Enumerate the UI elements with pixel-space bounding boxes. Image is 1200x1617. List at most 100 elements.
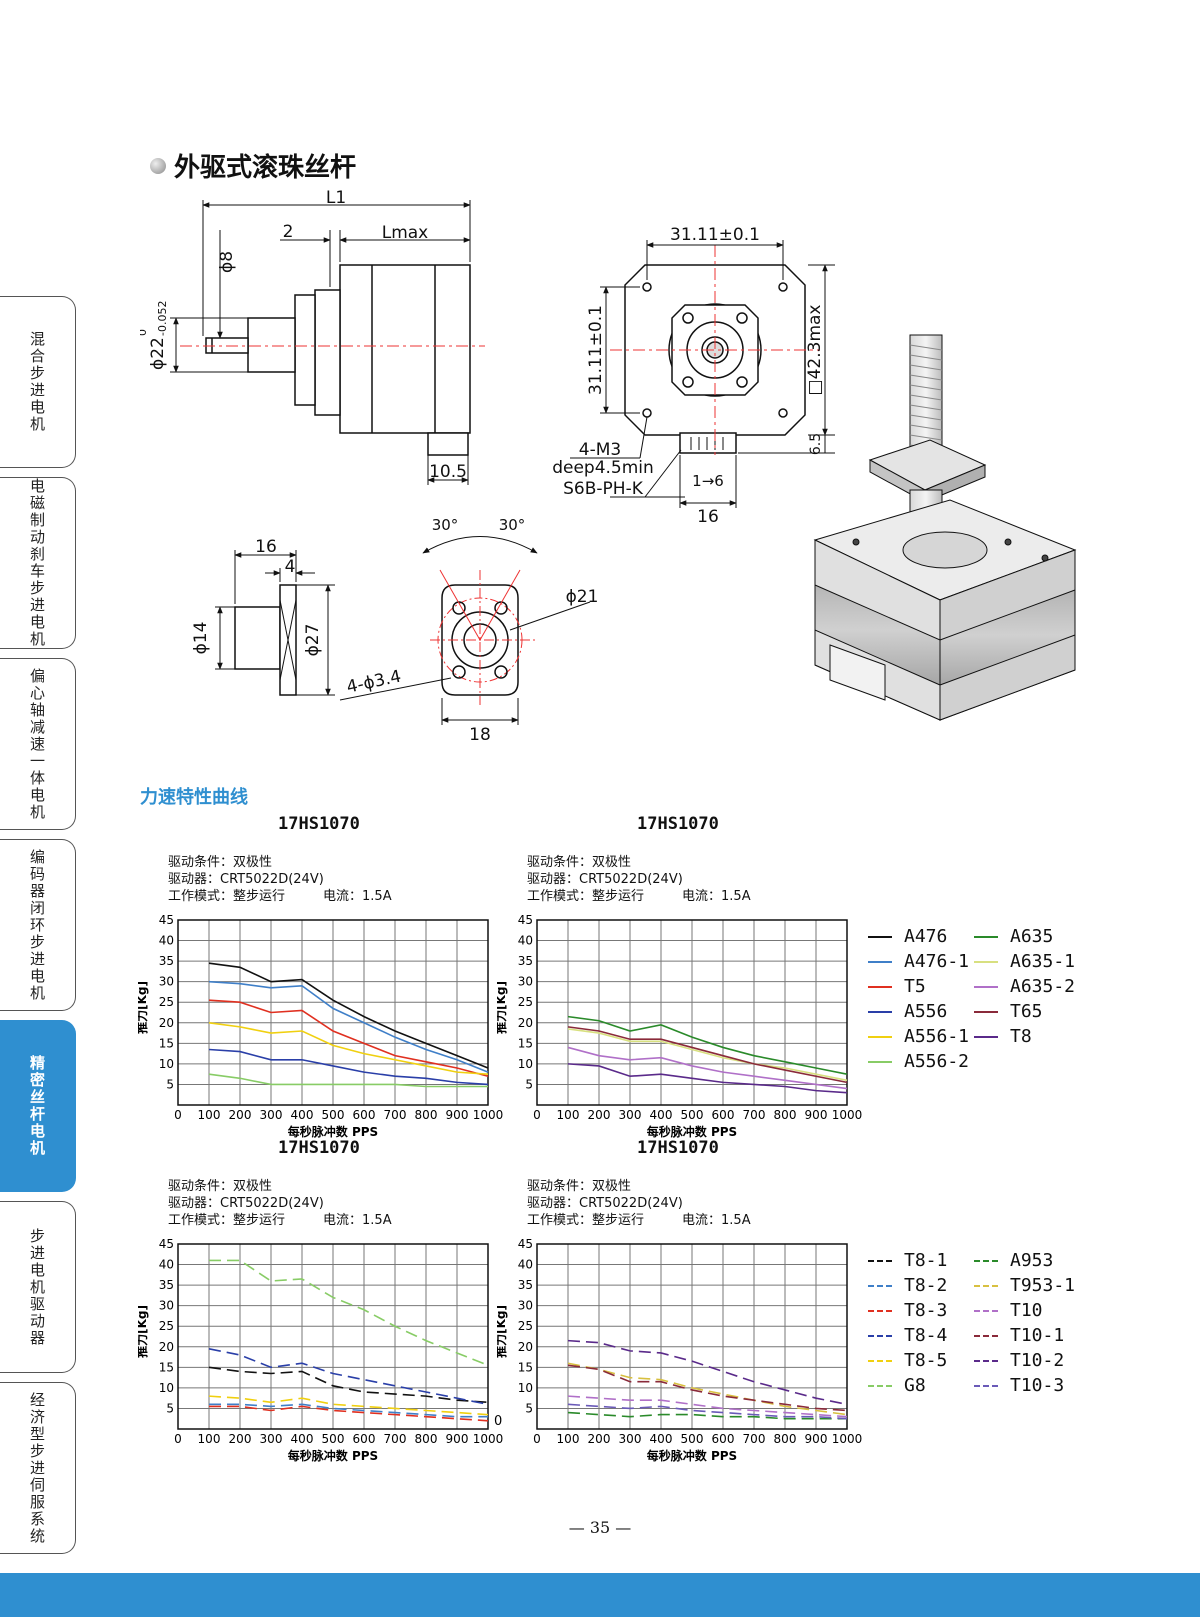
series-line-a953 (567, 1411, 847, 1420)
side-tab-7[interactable]: 经济型步进伺服系统 (0, 1382, 76, 1554)
legend-item: T8-1 (868, 1248, 974, 1273)
y-tick-label: 20 (518, 1016, 533, 1030)
x-axis-label: 每秒脉冲数 PPS (647, 1124, 737, 1139)
condition-line: 驱动条件：双极性 (168, 1179, 273, 1194)
x-tick-label: 700 (384, 1108, 407, 1122)
chart-title: 17HS1070 (637, 1138, 719, 1158)
dim-l1: L1 (326, 190, 346, 208)
x-tick-label: 200 (229, 1108, 252, 1122)
legend-label: T10-3 (1010, 1375, 1065, 1396)
y-tick-label: 40 (159, 1258, 174, 1272)
series-line-a635-1 (567, 1028, 848, 1082)
y-tick-label: 25 (159, 995, 174, 1009)
series-line-t8 (567, 1063, 848, 1094)
x-tick-label: 800 (774, 1108, 797, 1122)
footer-bar (0, 1573, 1200, 1617)
legend-item: T5 (868, 974, 974, 999)
side-tab-label: 偏心轴减速一体电机 (28, 667, 46, 821)
side-tab-label: 精密丝杆电机 (28, 1055, 46, 1157)
legend-item: G8 (868, 1373, 974, 1398)
dim-nut-16: 16 (255, 537, 277, 557)
legend-item: T953-1 (974, 1273, 1094, 1298)
side-tab-3[interactable]: 偏心轴减速一体电机 (0, 658, 76, 830)
drive-conditions: 驱动条件：双极性驱动器：CRT5022D(24V)工作模式：整步运行电流：1.5… (168, 854, 392, 905)
dim-connector: S6B-PH-K (563, 479, 644, 499)
legend-label: A556-1 (904, 1026, 970, 1047)
legend-swatch (974, 1010, 998, 1013)
condition-line: 驱动条件：双极性 (168, 855, 273, 870)
driver-line: 驱动器：CRT5022D(24V) (168, 872, 324, 887)
y-tick-label: 25 (518, 1319, 533, 1333)
side-tab-2[interactable]: 电磁制动刹车步进电机 (0, 477, 76, 649)
dim-nut-4: 4 (285, 557, 296, 577)
x-tick-label: 700 (384, 1432, 407, 1446)
driver-line: 驱动器：CRT5022D(24V) (168, 1196, 324, 1211)
y-tick-label: 5 (525, 1401, 533, 1415)
mode-line: 工作模式：整步运行电流：1.5A (168, 1212, 392, 1229)
y-tick-label: 5 (166, 1077, 174, 1091)
legend-label: T8-3 (904, 1300, 948, 1321)
legend-swatch (974, 985, 998, 988)
x-tick-label: 600 (353, 1432, 376, 1446)
driver-line: 驱动器：CRT5022D(24V) (527, 872, 683, 887)
legend-label: T65 (1010, 1001, 1043, 1022)
legend-label: G8 (904, 1375, 926, 1396)
series-line-a556-2 (208, 1073, 488, 1088)
legend-label: T8-1 (904, 1250, 948, 1271)
front-view-drawing (570, 240, 835, 508)
y-tick-label: 15 (159, 1036, 174, 1050)
x-tick-label: 600 (712, 1108, 735, 1122)
y-tick-label: 35 (159, 1278, 174, 1292)
legend-item: T10-2 (974, 1348, 1094, 1373)
chart-title: 17HS1070 (278, 814, 360, 834)
legend-swatch (868, 960, 892, 963)
side-tab-label: 步进电机驱动器 (28, 1227, 46, 1347)
legend-label: T10-2 (1010, 1350, 1065, 1371)
x-tick-label: 500 (322, 1432, 345, 1446)
page-number: — 35 — (568, 1518, 632, 1537)
dim-phi8: ϕ8 (217, 251, 237, 273)
series-line-t10-3 (567, 1403, 848, 1420)
dim-phi27: ϕ27 (303, 624, 323, 657)
legend-label: T8-5 (904, 1350, 948, 1371)
y-tick-label: 35 (159, 954, 174, 968)
series-line-t65 (567, 1026, 848, 1084)
legend-item: A635-2 (974, 974, 1094, 999)
y-tick-label: 45 (159, 1237, 174, 1251)
x-tick-label: 100 (198, 1108, 221, 1122)
series-line-t8-4 (208, 1348, 489, 1406)
side-tab-1[interactable]: 混合步进电机 (0, 296, 76, 468)
side-tab-label: 电磁制动刹车步进电机 (28, 478, 46, 648)
bullet-icon (150, 157, 166, 174)
y-tick-label: 15 (518, 1360, 533, 1374)
legend-swatch (868, 1010, 892, 1013)
legend-item: A556 (868, 999, 974, 1024)
y-tick-label: 45 (518, 913, 533, 927)
side-tab-label: 经济型步进伺服系统 (28, 1391, 46, 1545)
legend-label: T8-2 (904, 1275, 948, 1296)
mode-text: 工作模式：整步运行 (168, 889, 286, 904)
side-tab-4[interactable]: 编码器闭环步进电机 (0, 839, 76, 1011)
current-text: 电流：1.5A (682, 889, 751, 904)
plot-frame (177, 919, 489, 1106)
drive-conditions: 驱动条件：双极性驱动器：CRT5022D(24V)工作模式：整步运行电流：1.5… (168, 1178, 392, 1229)
legend-swatch (974, 1384, 998, 1387)
legend-item: T10 (974, 1298, 1094, 1323)
chart-title: 17HS1070 (278, 1138, 360, 1158)
y-tick-label: 25 (518, 995, 533, 1009)
y-tick-label: 40 (518, 1258, 533, 1272)
x-tick-label: 1000 (473, 1432, 504, 1446)
legend-label: T953-1 (1010, 1275, 1076, 1296)
legend-label: A635-2 (1010, 976, 1076, 997)
side-tab-6[interactable]: 步进电机驱动器 (0, 1201, 76, 1373)
side-tab-5[interactable]: 精密丝杆电机 (0, 1020, 76, 1192)
section-title: 外驱式滚珠丝杆 (174, 153, 357, 183)
y-tick-label: 30 (159, 975, 174, 989)
y-tick-label: 35 (518, 954, 533, 968)
dim-pins: 1→6 (692, 472, 724, 490)
x-tick-label: 500 (681, 1432, 704, 1446)
